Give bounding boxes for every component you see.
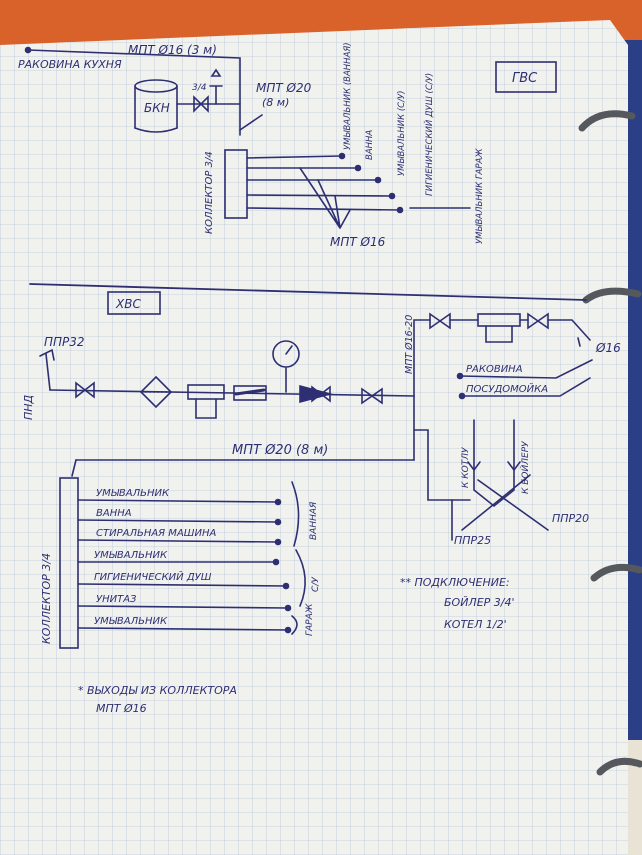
cw-outlet-3: СТИРАЛЬНАЯ МАШИНА [96, 528, 216, 539]
group-wc: С/У [311, 577, 321, 592]
valve-size-label: 3/4 [192, 83, 207, 93]
hot-water-section [24, 46, 557, 229]
hw-top-pipe-label: МПТ Ø16 (3 м) [128, 43, 217, 57]
group-bathroom: ВАННАЯ [309, 502, 319, 540]
pressure-gauge-icon [272, 340, 300, 368]
pnd-label: ПНД [22, 394, 35, 420]
hw-title-box [495, 61, 557, 93]
footnote-line-1: * ВЫХОДЫ ИЗ КОЛЛЕКТОРА [78, 684, 237, 697]
cw-pipe20-label: МПТ Ø20 (8 м) [232, 443, 328, 458]
riser-label: МПТ Ø16-20 [404, 315, 415, 374]
connection-note-title: ** ПОДКЛЮЧЕНИЕ: [400, 576, 510, 589]
hw-pipe20-length: (8 м) [262, 96, 289, 109]
hw-outlet-4: ГИГИЕНИЧЕСКИЙ ДУШ (С/У) [423, 73, 435, 196]
hw-valve-icon [193, 95, 209, 113]
to-heater-label: К БОЙЛЕРУ [519, 441, 531, 494]
ppr20-label: ППР20 [552, 512, 589, 525]
hw-outlet-1: УМЫВАЛЬНИК (ВАННАЯ) [343, 42, 353, 150]
ppr32-label: ППР32 [44, 335, 85, 349]
binder-rings [578, 110, 642, 776]
kitchen-sink-label: РАКОВИНА [466, 364, 523, 375]
cw-title-box [107, 291, 161, 315]
hw-pipe16-label: МПТ Ø16 [330, 235, 386, 249]
tank-label: БКН [144, 101, 170, 115]
hw-outlet-2: ВАННА [365, 130, 375, 160]
cw-outlet-5: ГИГИЕНИЧЕСКИЙ ДУШ [94, 570, 212, 583]
cold-water-section [39, 291, 593, 649]
cw-collector [59, 477, 79, 649]
dishwasher-label: ПОСУДОМОЙКА [466, 382, 548, 395]
hw-kitchen-sink-label: РАКОВИНА КУХНЯ [18, 58, 122, 71]
main-valve-icon [75, 381, 95, 399]
cw-title: ХВС [115, 297, 141, 311]
connection-note-heater: КОТЕЛ 1/2' [444, 618, 507, 631]
footnote-line-2: МПТ Ø16 [96, 702, 147, 715]
hw-collector-label: КОЛЛЕКТОР 3/4 [204, 151, 215, 234]
hw-collector [224, 149, 248, 219]
hw-title: ГВС [512, 71, 538, 86]
cw-outlet-7: УМЫВАЛЬНИК [94, 616, 168, 627]
to-boiler-label: К КОТЛУ [461, 447, 471, 488]
cw-collector-label: КОЛЛЕКТОР 3/4 [40, 553, 53, 644]
cw-outlet-2: ВАННА [96, 508, 132, 519]
hw-outlet-3: УМЫВАЛЬНИК (С/У) [397, 91, 407, 176]
cw-outlet-6: УНИТАЗ [96, 594, 137, 605]
hw-outlet-5: УМЫВАЛЬНИК ГАРАЖ [475, 148, 485, 244]
connection-note-boiler: БОЙЛЕР 3/4' [444, 596, 515, 609]
filter-icon [139, 375, 173, 409]
reducer-icon [187, 384, 225, 400]
cw-outlet-1: УМЫВАЛЬНИК [96, 488, 170, 499]
meter-icon [233, 385, 267, 401]
d16-label: Ø16 [595, 341, 621, 355]
group-garage: ГАРАЖ [305, 603, 315, 636]
hw-pipe20-label: МПТ Ø20 [256, 81, 312, 95]
cw-outlet-4: УМЫВАЛЬНИК [94, 550, 168, 561]
valve-2-icon [361, 387, 383, 405]
ppr25-label: ППР25 [454, 534, 491, 547]
